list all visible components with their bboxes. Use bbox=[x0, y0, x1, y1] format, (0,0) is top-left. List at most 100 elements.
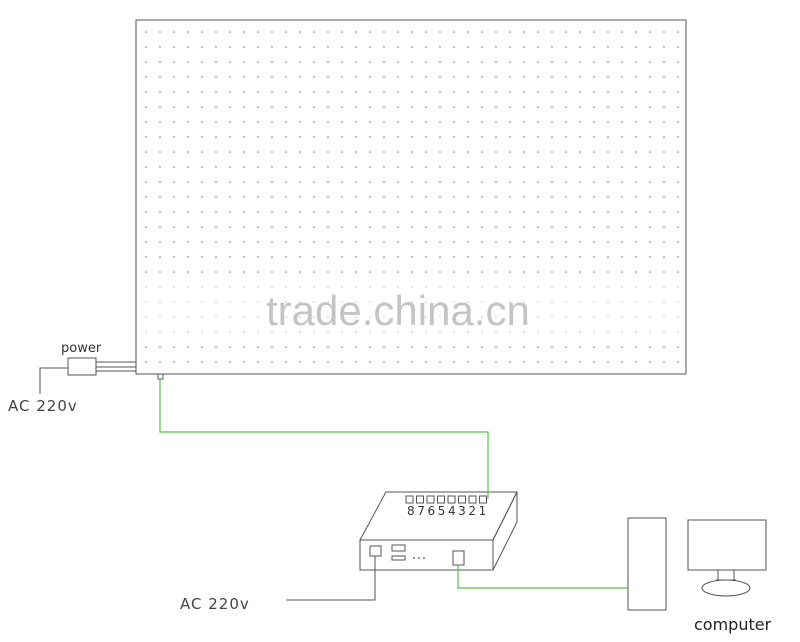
led-dot bbox=[677, 76, 679, 78]
led-dot bbox=[411, 271, 413, 273]
led-dot bbox=[579, 121, 581, 123]
led-dot bbox=[649, 226, 651, 228]
led-dot bbox=[663, 211, 665, 213]
led-dot bbox=[467, 151, 469, 153]
led-dot bbox=[607, 346, 609, 348]
led-dot bbox=[173, 106, 175, 108]
led-dot bbox=[551, 196, 553, 198]
led-dot bbox=[327, 46, 329, 48]
led-dot bbox=[439, 226, 441, 228]
led-dot bbox=[663, 46, 665, 48]
led-dot bbox=[509, 76, 511, 78]
led-dot bbox=[565, 106, 567, 108]
led-dot bbox=[439, 181, 441, 183]
led-dot bbox=[579, 166, 581, 168]
led-dot bbox=[495, 181, 497, 183]
led-dot bbox=[663, 346, 665, 348]
led-dot bbox=[257, 361, 259, 363]
indicator-slot bbox=[391, 555, 406, 561]
led-dot bbox=[495, 76, 497, 78]
led-dot bbox=[495, 271, 497, 273]
led-dot bbox=[355, 241, 357, 243]
led-dot bbox=[173, 31, 175, 33]
led-dot bbox=[607, 61, 609, 63]
led-dot bbox=[411, 61, 413, 63]
led-dot bbox=[383, 346, 385, 348]
led-dot bbox=[187, 256, 189, 258]
led-dot bbox=[439, 256, 441, 258]
led-dot bbox=[481, 46, 483, 48]
led-dot bbox=[397, 76, 399, 78]
led-dot bbox=[663, 196, 665, 198]
led-dot bbox=[313, 91, 315, 93]
led-dot bbox=[369, 106, 371, 108]
led-dot bbox=[243, 151, 245, 153]
led-dot bbox=[243, 91, 245, 93]
led-dot bbox=[285, 91, 287, 93]
led-dot bbox=[271, 211, 273, 213]
led-dot bbox=[369, 31, 371, 33]
led-dot bbox=[173, 136, 175, 138]
led-dot bbox=[145, 181, 147, 183]
led-dot bbox=[145, 91, 147, 93]
led-dot bbox=[341, 106, 343, 108]
led-dot bbox=[341, 226, 343, 228]
led-dot bbox=[369, 91, 371, 93]
led-dot bbox=[537, 241, 539, 243]
led-dot bbox=[341, 31, 343, 33]
led-dot bbox=[299, 151, 301, 153]
led-dot bbox=[159, 271, 161, 273]
led-dot bbox=[327, 61, 329, 63]
led-dot bbox=[439, 46, 441, 48]
led-dot bbox=[439, 31, 441, 33]
led-dot bbox=[243, 256, 245, 258]
led-dot bbox=[663, 61, 665, 63]
led-dot bbox=[159, 196, 161, 198]
led-dot bbox=[383, 271, 385, 273]
computer-network-cable bbox=[457, 565, 628, 589]
led-dot bbox=[271, 46, 273, 48]
led-dot bbox=[187, 106, 189, 108]
led-dot bbox=[285, 61, 287, 63]
led-dot bbox=[621, 361, 623, 363]
led-dot bbox=[201, 226, 203, 228]
led-dot bbox=[509, 211, 511, 213]
led-dot bbox=[677, 31, 679, 33]
led-dot bbox=[579, 136, 581, 138]
led-dot bbox=[481, 151, 483, 153]
led-dot bbox=[649, 106, 651, 108]
led-dot bbox=[677, 106, 679, 108]
led-dot bbox=[467, 271, 469, 273]
led-dot bbox=[495, 121, 497, 123]
led-dot bbox=[397, 106, 399, 108]
led-dot bbox=[649, 241, 651, 243]
led-dot bbox=[383, 256, 385, 258]
led-dot bbox=[201, 346, 203, 348]
led-dot bbox=[285, 256, 287, 258]
led-dot bbox=[243, 226, 245, 228]
led-dot bbox=[229, 46, 231, 48]
led-dot bbox=[397, 46, 399, 48]
led-dot bbox=[411, 346, 413, 348]
led-dot bbox=[453, 121, 455, 123]
led-dot bbox=[579, 46, 581, 48]
led-dot bbox=[453, 61, 455, 63]
led-dot bbox=[495, 136, 497, 138]
led-dot bbox=[299, 166, 301, 168]
led-dot bbox=[397, 241, 399, 243]
led-dot bbox=[411, 46, 413, 48]
led-dot bbox=[523, 106, 525, 108]
led-dot bbox=[159, 256, 161, 258]
led-dot bbox=[607, 76, 609, 78]
led-dot bbox=[243, 181, 245, 183]
led-dot bbox=[551, 61, 553, 63]
led-dot bbox=[467, 61, 469, 63]
led-dot bbox=[201, 61, 203, 63]
led-dot bbox=[397, 361, 399, 363]
led-dot bbox=[327, 256, 329, 258]
led-dot bbox=[173, 196, 175, 198]
led-dot bbox=[579, 241, 581, 243]
led-dot bbox=[355, 121, 357, 123]
led-dot bbox=[565, 76, 567, 78]
